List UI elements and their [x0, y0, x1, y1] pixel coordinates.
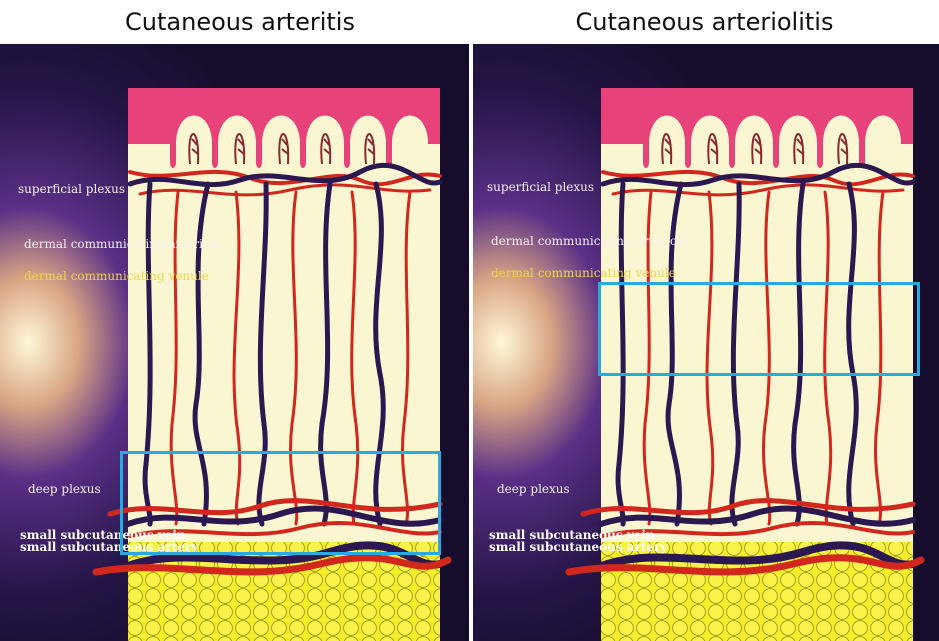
- label-dermal-communicating-arteriole: dermal communicating arteriole: [24, 237, 221, 251]
- label-deep-plexus: deep plexus: [497, 482, 570, 496]
- label-superficial-plexus: superficial plexus: [487, 180, 594, 194]
- label-dermal-communicating-arteriole: dermal communicating arteriole: [491, 234, 688, 248]
- label-dermal-communicating-venule: dermal communicating venule: [491, 266, 676, 280]
- panel-title-arteriolitis: Cutaneous arteriolitis: [470, 6, 939, 38]
- panel-arteritis-diagram: superficial plexus dermal communicating …: [0, 44, 469, 641]
- label-dermal-communicating-venule: dermal communicating venule: [24, 269, 209, 283]
- panel-arteriolitis-diagram: superficial plexus dermal communicating …: [473, 44, 939, 641]
- label-deep-plexus: deep plexus: [28, 482, 101, 496]
- highlight-box-mid-dermis: [598, 282, 920, 376]
- panel-title-arteritis: Cutaneous arteritis: [0, 6, 480, 38]
- highlight-box-deep-plexus: [120, 451, 441, 555]
- label-small-subcutaneous-artery: small subcutaneous artery: [489, 540, 667, 554]
- label-superficial-plexus: superficial plexus: [18, 182, 125, 196]
